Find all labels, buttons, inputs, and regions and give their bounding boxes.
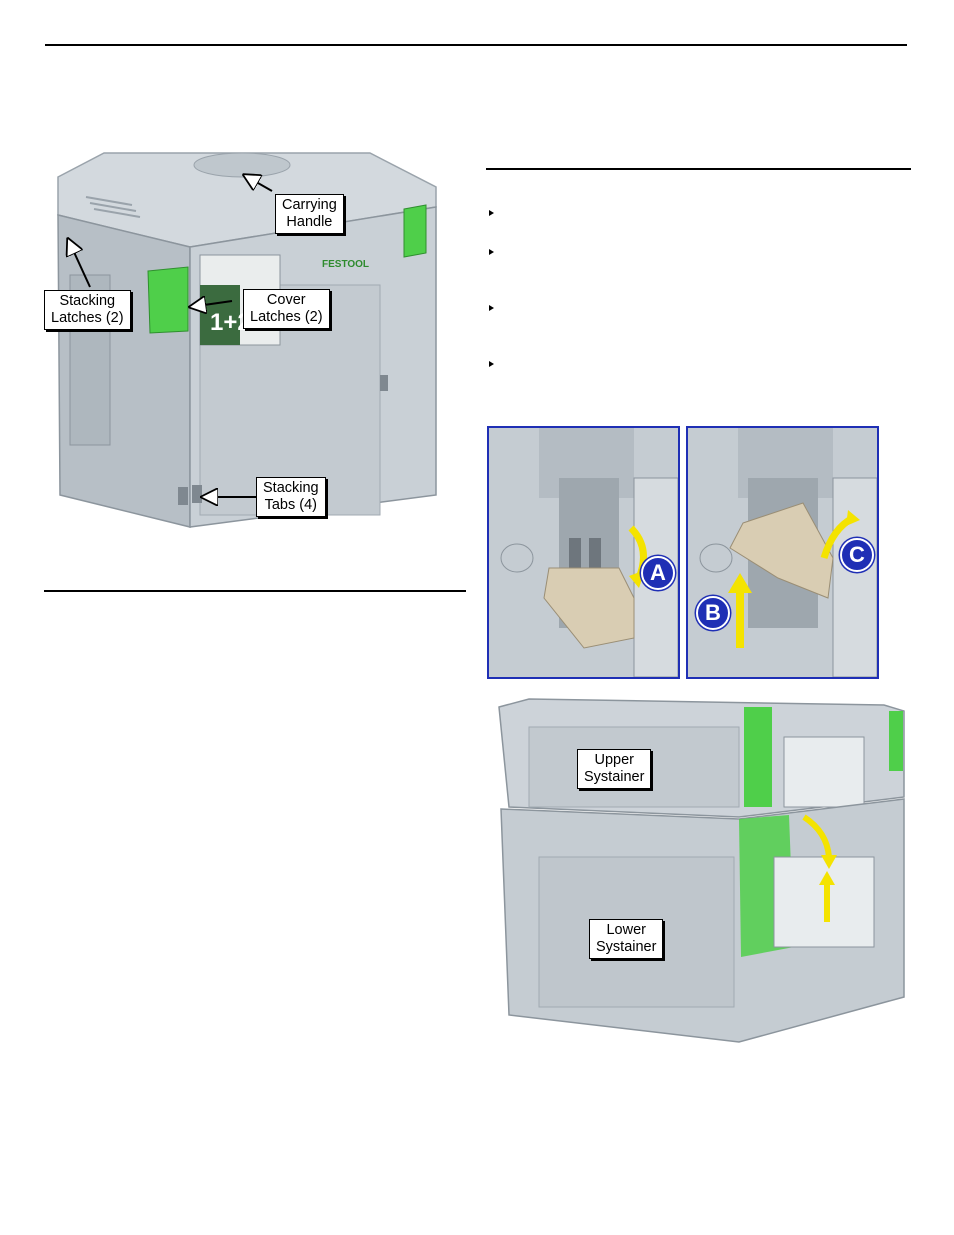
bullet-marker: [489, 210, 494, 216]
carrying-handle-callout: Carrying Handle: [275, 194, 344, 234]
latch-step-photo-a: A: [487, 426, 680, 679]
callout-line: Systainer: [584, 769, 645, 785]
callout-line: Stacking: [263, 480, 319, 496]
systainer-photo: 1+2 FESTOOL Carrying Handle Stacking Lat…: [40, 135, 460, 530]
step-a-badge: A: [641, 556, 675, 590]
latch-step-photo-bc: B C: [686, 426, 879, 679]
bullet-marker: [489, 305, 494, 311]
right-section-rule: [486, 168, 911, 170]
stacking-tabs-callout: Stacking Tabs (4): [256, 477, 326, 517]
stacked-systainers-photo: Upper Systainer Lower Systainer: [489, 697, 909, 1047]
cover-latches-callout: Cover Latches (2): [243, 289, 330, 329]
lower-systainer-callout: Lower Systainer: [589, 919, 664, 959]
callout-line: Lower: [606, 922, 646, 938]
bullet-marker: [489, 361, 494, 367]
upper-systainer-callout: Upper Systainer: [577, 749, 652, 789]
callout-line: Stacking: [59, 293, 116, 309]
latch-closed-illustration: [489, 428, 678, 677]
header-rule: [45, 44, 907, 46]
callout-line: Handle: [286, 214, 333, 230]
callout-line: Latches (2): [51, 310, 124, 326]
callout-line: Upper: [594, 752, 634, 768]
callout-line: Latches (2): [250, 309, 323, 325]
bullet-marker: [489, 249, 494, 255]
step-c-badge: C: [840, 538, 874, 572]
step-b-badge: B: [696, 596, 730, 630]
callout-line: Cover: [266, 292, 306, 308]
callout-line: Tabs (4): [264, 497, 317, 513]
stacking-latches-callout: Stacking Latches (2): [44, 290, 131, 330]
callout-line: Systainer: [596, 939, 657, 955]
callout-pointers: [40, 135, 273, 530]
callout-line: Carrying: [282, 197, 337, 213]
left-section-rule: [44, 590, 466, 592]
festool-logo-text: FESTOOL: [322, 259, 369, 270]
stacked-systainers-illustration: [498, 698, 905, 1043]
